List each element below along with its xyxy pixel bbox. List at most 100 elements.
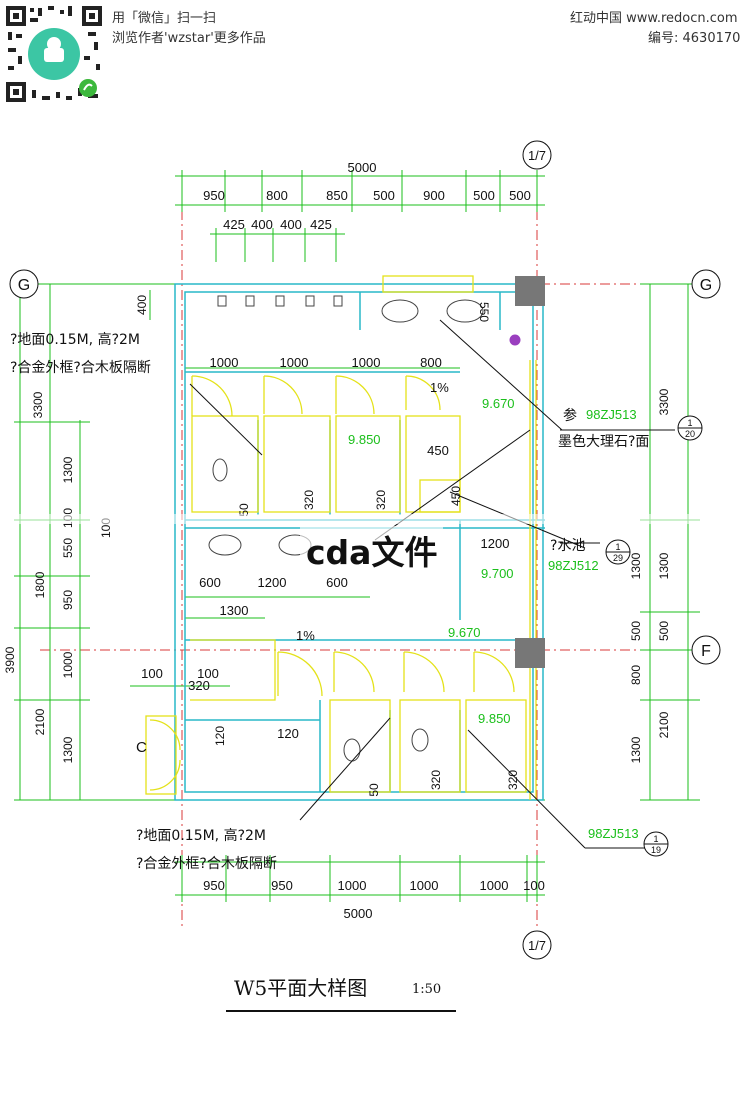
dim-text: 500 — [629, 621, 643, 641]
dim-text: 950 — [61, 590, 75, 610]
axis-bubble-g-left: G — [9, 269, 39, 299]
dim-100a: 100 — [141, 666, 163, 681]
axis-label-f-right: F — [701, 643, 711, 660]
dimension-lines — [14, 170, 700, 902]
dim-text: 1800 — [33, 571, 47, 598]
dim-text: 1300 — [657, 552, 671, 579]
dim-text: 1300 — [629, 552, 643, 579]
dim-320: 320 — [188, 678, 210, 693]
dim-450v: 450 — [449, 486, 463, 506]
dim-text: 320 — [302, 490, 316, 510]
callout-sheet: 29 — [613, 553, 623, 563]
dim-top-row2: 425 400 400 425 — [223, 217, 332, 232]
dim-right-inner: 1300 500 800 1300 — [629, 552, 643, 763]
title-underline — [226, 1010, 456, 1012]
note-bottom-left-1: ?地面0.15M, 高?2M — [136, 827, 266, 844]
slope-mark-b: 1% — [296, 628, 315, 643]
dim-bottom-row: 950 950 1000 1000 1000 100 — [203, 878, 545, 893]
dim-text: 1000 — [210, 355, 239, 370]
dim-text: 950 — [271, 878, 293, 893]
axis-label-top: 1/7 — [528, 148, 546, 163]
dim-text: 1300 — [61, 736, 75, 763]
level-9850-a: 9.850 — [348, 432, 381, 447]
dim-text: 400 — [251, 217, 273, 232]
dim-50b: 50 — [367, 783, 381, 797]
dim-text: 500 — [373, 188, 395, 203]
dim-right-outer: 3300 1300 500 2100 — [657, 388, 671, 738]
author-link-text[interactable]: 浏览作者'wzstar'更多作品 — [112, 31, 266, 46]
dim-text: 320 — [374, 490, 388, 510]
callout-bubble-20: 1 20 — [677, 415, 703, 441]
dim-1300-mid: 1300 — [220, 603, 249, 618]
level-9670-a: 9.670 — [482, 396, 515, 411]
structural-columns — [515, 276, 545, 668]
dim-text: 2100 — [657, 711, 671, 738]
image-id-text: 编号: 4630170 — [648, 31, 741, 46]
dim-text: 400 — [280, 217, 302, 232]
leader-lines — [189, 319, 675, 849]
dim-100b: 100 — [197, 666, 219, 681]
dim-text: 1000 — [480, 878, 509, 893]
wechat-qr-code-icon — [4, 4, 104, 104]
dim-50a: 50 — [237, 503, 251, 517]
dim-basin-row: 600 1200 600 — [199, 575, 348, 590]
dim-1200: 1200 — [481, 536, 510, 551]
dim-text: 320 — [429, 770, 443, 790]
dim-text: 800 — [266, 188, 288, 203]
dim-text: 1000 — [338, 878, 367, 893]
dim-stall-widths: 1000 1000 1000 800 — [210, 355, 442, 370]
dim-text: 500 — [473, 188, 495, 203]
scan-band — [0, 514, 750, 524]
dim-text: 950 — [203, 188, 225, 203]
callout-bubble-29: 1 29 — [605, 539, 631, 565]
slope-mark-a: 1% — [430, 380, 449, 395]
dim-text: 425 — [223, 217, 245, 232]
axis-bubble-f-right: F — [691, 635, 721, 665]
note-ref-prefix: 参 — [563, 407, 577, 424]
level-marks: 9.670 9.850 9.700 9.670 9.850 1% 1% — [296, 380, 515, 726]
site-name-text[interactable]: 红动中国 www.redocn.com — [570, 11, 738, 26]
fixtures-and-doors — [145, 275, 537, 800]
callout-sheet: 19 — [651, 845, 661, 855]
drawing-title-block: W5平面大样图 1:50 — [226, 970, 456, 1014]
dim-text: 950 — [203, 878, 225, 893]
axis-bubble-g-right: G — [691, 269, 721, 299]
note-pool: ?水池 — [550, 538, 585, 554]
dim-text: 500 — [657, 621, 671, 641]
note-ref-code-c: 98ZJ513 — [588, 826, 639, 841]
dim-text: 1000 — [410, 878, 439, 893]
dim-text: 1300 — [61, 456, 75, 483]
dim-text: 850 — [326, 188, 348, 203]
note-marble: 墨色大理石?面 — [558, 433, 649, 450]
dim-top-total: 5000 — [348, 160, 377, 175]
dim-top-row1: 950 800 850 500 900 500 500 — [203, 188, 531, 203]
sanitary-ware — [208, 295, 521, 762]
dim-text: 550 — [61, 538, 75, 558]
dim-400: 400 — [135, 295, 149, 315]
watermark-header: 用「微信」扫一扫 浏览作者'wzstar'更多作品 红动中国 www.redoc… — [0, 0, 750, 110]
axis-bubble-bottom: 1/7 — [522, 930, 552, 960]
dim-text: 320 — [506, 770, 520, 790]
dim-left-3300: 3300 — [31, 391, 45, 418]
callout-bubble-19: 1 19 — [643, 831, 669, 857]
note-ref-code-b: 98ZJ512 — [548, 558, 599, 573]
callout-number: 1 — [615, 542, 620, 552]
dim-left-3900: 3900 — [3, 646, 17, 673]
callout-sheet: 20 — [685, 429, 695, 439]
dim-text: 1000 — [352, 355, 381, 370]
dim-text: 900 — [423, 188, 445, 203]
note-ref-code-a: 98ZJ513 — [586, 407, 637, 422]
dim-120b: 120 — [277, 726, 299, 741]
dim-text: 3300 — [657, 388, 671, 415]
drawing-title: W5平面大样图 — [234, 976, 368, 1000]
dim-text: 800 — [420, 355, 442, 370]
axis-label-g-right: G — [700, 277, 712, 294]
dim-left-inner: 1300 1800 100 550 950 1000 2100 1300 — [33, 456, 75, 763]
note-top-left-2: ?合金外框?合木板隔断 — [10, 360, 151, 376]
level-9700: 9.700 — [481, 566, 514, 581]
dim-320-row: 320 320 320 320 — [302, 490, 520, 790]
dim-text: 100 — [523, 878, 545, 893]
dim-text: 800 — [629, 665, 643, 685]
note-bottom-left-2: ?合金外框?合木板隔断 — [136, 856, 277, 872]
